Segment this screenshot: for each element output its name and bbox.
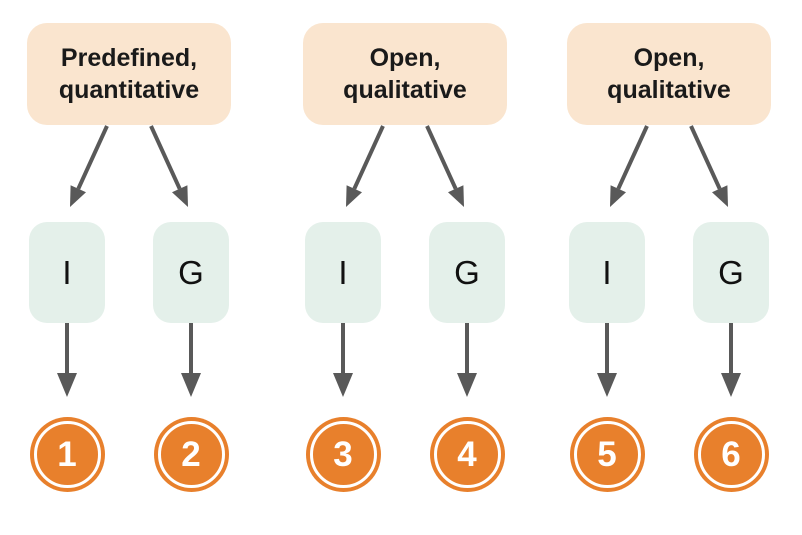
category-label-line2: qualitative (343, 76, 467, 104)
category-box-open-qualitative-2: Open, qualitative (567, 23, 771, 125)
down-arrows-icon (597, 323, 741, 397)
split-arrows-icon (346, 125, 464, 207)
category-box-predefined-quantitative: Predefined, quantitative (27, 23, 231, 125)
step-circle-1: 1 (29, 417, 105, 492)
individual-node: I (569, 222, 645, 323)
group-node: G (429, 222, 505, 323)
group-node: G (153, 222, 229, 323)
step-number: 1 (57, 434, 77, 474)
step-number: 2 (181, 434, 201, 474)
diagram-column-3: Open, qualitative I G 5 (549, 23, 789, 492)
step-circle-5: 5 (569, 417, 645, 492)
individual-node: I (29, 222, 105, 323)
individual-node: I (305, 222, 381, 323)
category-label-line1: Open, (633, 44, 705, 72)
step-circle-6: 6 (693, 417, 769, 492)
down-arrows-icon (57, 323, 201, 397)
category-label-line1: Predefined, (60, 44, 198, 72)
group-node-label: G (454, 253, 480, 291)
individual-node-label: I (602, 253, 612, 291)
category-label-line2: qualitative (607, 76, 731, 104)
step-number: 4 (457, 434, 477, 474)
split-arrows-icon (610, 125, 728, 207)
step-number: 6 (721, 434, 741, 474)
diagram-column-1: Predefined, quantitative I G 1 (9, 23, 249, 492)
diagram-column-2: Open, qualitative I G 3 (285, 23, 525, 492)
individual-node-label: I (338, 253, 348, 291)
step-number: 3 (333, 434, 353, 474)
circle-row: 5 6 (549, 417, 789, 492)
down-arrows-icon (333, 323, 477, 397)
group-node-label: G (178, 253, 204, 291)
category-box-open-qualitative-1: Open, qualitative (303, 23, 507, 125)
circle-row: 1 2 (9, 417, 249, 492)
step-circle-3: 3 (305, 417, 381, 492)
node-row: I G (9, 222, 249, 323)
step-circle-4: 4 (429, 417, 505, 492)
group-node-label: G (718, 253, 744, 291)
category-label-line1: Open, (369, 44, 441, 72)
category-label-line2: quantitative (58, 76, 200, 104)
node-row: I G (549, 222, 789, 323)
split-arrows-icon (70, 125, 188, 207)
individual-node-label: I (62, 253, 72, 291)
group-node: G (693, 222, 769, 323)
circle-row: 3 4 (285, 417, 525, 492)
step-number: 5 (597, 434, 617, 474)
node-row: I G (285, 222, 525, 323)
step-circle-2: 2 (153, 417, 229, 492)
